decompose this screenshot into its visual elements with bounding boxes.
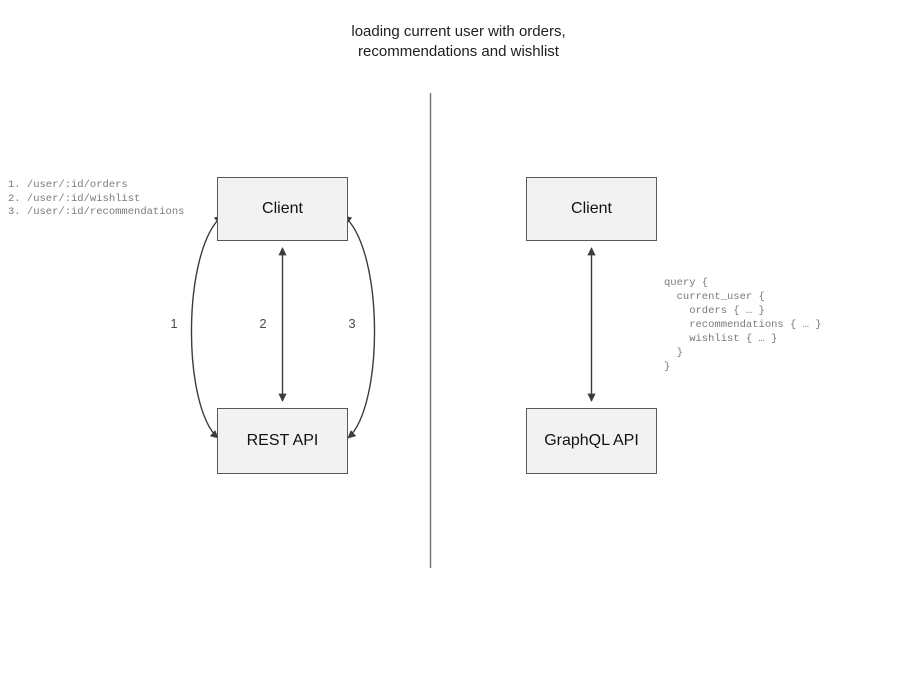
node-graphql-api-label: GraphQL API	[544, 432, 639, 449]
edge-label-1: 1	[170, 316, 178, 331]
edge-1-path	[190, 215, 223, 439]
node-graphql-api[interactable]: GraphQL API	[526, 408, 657, 474]
node-client-rest-label: Client	[262, 200, 303, 217]
node-rest-api[interactable]: REST API	[217, 408, 348, 474]
edge-3-path	[343, 215, 376, 439]
rest-endpoints-note: 1. /user/:id/orders 2. /user/:id/wishlis…	[8, 179, 185, 218]
node-client-graphql-label: Client	[571, 200, 612, 217]
node-client-graphql[interactable]: Client	[526, 177, 657, 241]
edge-label-2: 2	[259, 316, 267, 331]
graphql-query-note: query { current_user { orders { … } reco…	[664, 277, 822, 373]
node-client-rest[interactable]: Client	[217, 177, 348, 241]
node-rest-api-label: REST API	[246, 432, 319, 449]
diagram-title: loading current user with orders, recomm…	[351, 23, 566, 60]
edge-label-3: 3	[348, 316, 356, 331]
